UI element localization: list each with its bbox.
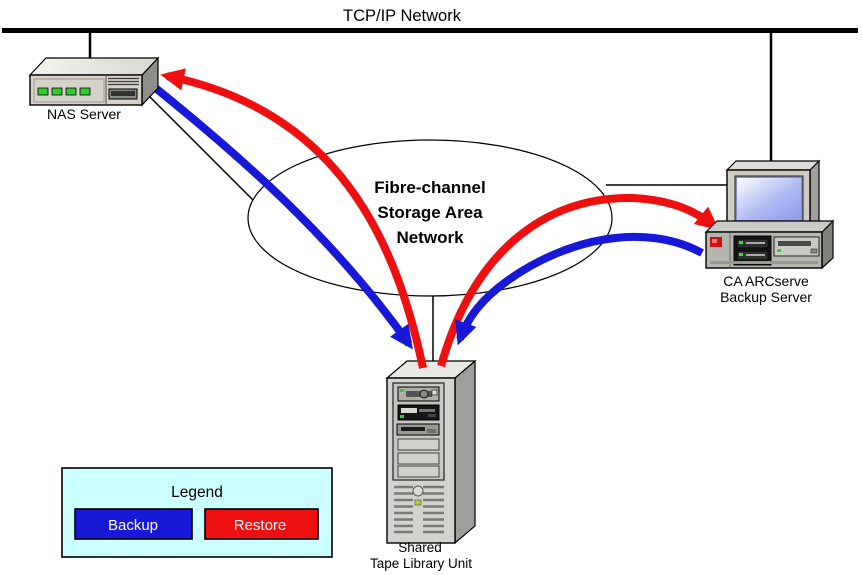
tape-drive-slot [401,408,417,413]
legend-restore-label: Restore [234,517,287,534]
case-floppy-led [777,249,781,252]
case-top-face [704,220,835,233]
blank-bay-1 [397,438,440,451]
tape-drive-button [428,414,436,417]
nas-led-2 [51,87,63,96]
tape-library-icon [385,359,477,545]
case-bottom-strip [710,261,818,264]
case-floppy-slot [778,241,811,246]
case-floppy-button [810,248,818,254]
case-bay1-led [739,241,743,244]
monitor-side-face [809,159,820,232]
tape-drive-slot2 [419,409,435,412]
cdrom-tray [406,391,432,397]
nas-led-3 [65,87,77,96]
san-label-line1: Fibre-channel [374,178,485,197]
backup-server-label-line2: Backup Server [720,289,812,305]
backup-server-label-line1: CA ARCserve [723,273,809,289]
monitor-screen [737,178,801,220]
backup-arrow-nas-to-tape [150,82,413,350]
blank-bay-3 [397,465,440,478]
nas-vent-lines [108,77,139,86]
tape-tower-side-face [454,359,476,545]
case-bay1-slot [746,242,765,244]
floppy-slot [401,427,425,431]
san-label-line2: Storage Area [377,203,483,222]
tower-power-led [414,499,422,506]
nas-front-panel [33,78,105,103]
tower-power-button [412,485,424,497]
nas-server-label: NAS Server [47,106,121,122]
cdrom-led [400,389,404,392]
legend-restore-swatch [204,508,319,540]
nas-top-face [28,57,160,76]
blank-bay-2 [397,452,440,465]
san-label-line3: Network [396,228,464,247]
nas-led-1 [37,87,49,96]
nas-led-4 [79,87,91,96]
case-bay2-led [739,253,743,256]
nas-server-icon: NAS Server [28,56,160,122]
legend: Legend Backup Restore [61,467,333,558]
floppy-button [427,429,436,433]
tcpip-network-label: TCP/IP Network [343,7,462,25]
nas-san-connector-line [146,93,254,201]
cdrom-disc-icon [419,389,429,399]
legend-backup-label: Backup [108,517,158,534]
tape-library-label-line1: Shared [398,540,442,555]
case-bay2-slot [746,254,765,256]
monitor-top-face [725,160,821,171]
nas-drive-slot-inner [111,91,135,96]
legend-backup-swatch [74,508,193,540]
cdrom-button [431,389,438,396]
backup-server-icon: CA ARCserve Backup Server [704,159,835,305]
legend-title: Legend [171,484,223,501]
restore-arrow-tape-to-server [437,193,720,368]
tape-library-label-line2: Tape Library Unit [370,556,472,571]
backup-arrow-server-to-tape [455,232,704,346]
tape-drive-led [400,415,404,418]
tower-vent-stripes [394,485,444,534]
restore-arrow-tape-to-nas [160,68,427,369]
tcpip-bus-line [2,28,858,33]
case-status-led-glow [712,239,717,243]
